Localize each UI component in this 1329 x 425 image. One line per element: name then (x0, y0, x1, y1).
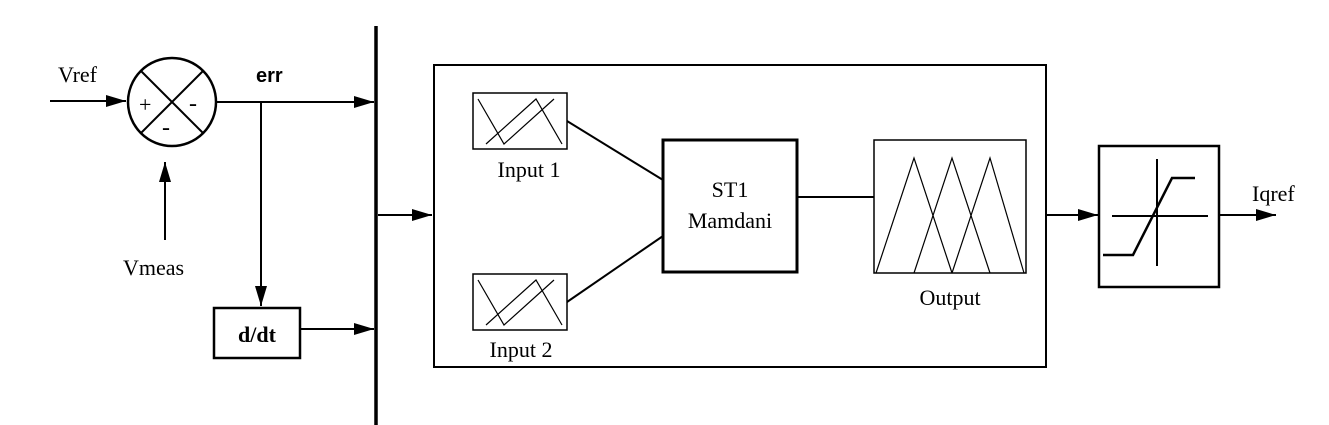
sum-sign-plus: + (139, 92, 151, 117)
input2-membership-block (472, 273, 568, 331)
summing-junction: + - - (126, 56, 218, 148)
input1-connection (566, 120, 664, 181)
inference-block: ST1 Mamdani (661, 138, 799, 274)
input1-membership-block (472, 92, 568, 150)
derivative-label: d/dt (238, 322, 277, 347)
input2-connection (566, 235, 664, 303)
sum-sign-minus-right: - (189, 91, 197, 117)
inference-line2: Mamdani (688, 208, 772, 233)
saturation-block (1097, 144, 1221, 289)
input1-label: Input 1 (498, 157, 561, 182)
output-label: Output (919, 285, 980, 310)
vref-label: Vref (58, 62, 98, 87)
derivative-block: d/dt (212, 306, 302, 360)
vmeas-label: Vmeas (123, 255, 184, 280)
inference-line1: ST1 (712, 177, 749, 202)
err-label: err (256, 65, 283, 87)
output-membership-block (873, 139, 1027, 274)
iqref-label: Iqref (1252, 181, 1295, 206)
sum-sign-minus-bottom: - (162, 115, 170, 141)
input2-label: Input 2 (490, 337, 553, 362)
